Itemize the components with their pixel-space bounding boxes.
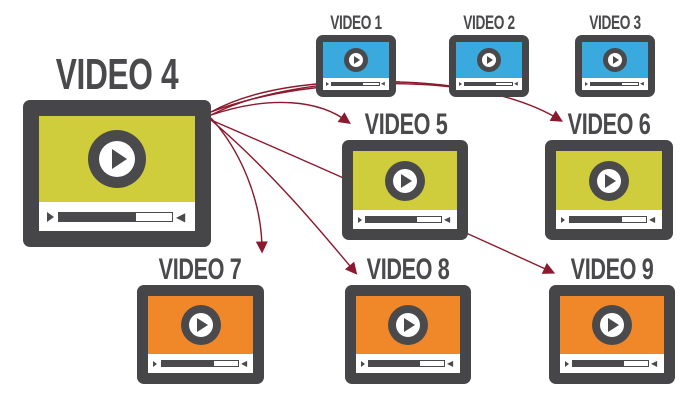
video-2-volume-icon[interactable]: ◀: [514, 80, 518, 87]
video-1-progress-fill: [332, 83, 363, 85]
video-1-control-play-icon[interactable]: [326, 82, 329, 86]
video-1-volume-icon[interactable]: ◀: [381, 80, 385, 87]
video-7-progress-fill: [162, 361, 214, 366]
video-9-control-play-icon[interactable]: [565, 360, 569, 367]
video-2-play-triangle-icon: [486, 56, 493, 64]
video-7-play-triangle-icon: [196, 318, 208, 332]
arrowhead-icon: [255, 241, 268, 254]
video-2-player[interactable]: ◀: [449, 35, 529, 97]
video-8-player[interactable]: ◀: [345, 285, 471, 384]
video-9-screen: ◀: [560, 296, 664, 373]
video-8-progress-bar[interactable]: [368, 360, 445, 367]
arrowhead-icon: [344, 261, 358, 275]
video-8-label: VIDEO 8: [366, 253, 450, 286]
video-6-player[interactable]: ◀: [545, 140, 673, 240]
video-1-screen: ◀: [323, 42, 389, 90]
video-9-play-triangle-icon: [608, 318, 620, 332]
video-5-play-button-icon[interactable]: [385, 160, 425, 201]
video-1-play-triangle-icon: [353, 56, 360, 64]
video-5-label: VIDEO 5: [364, 108, 448, 141]
arrow-3: [210, 117, 263, 251]
video-8-play-button-icon[interactable]: [388, 305, 428, 345]
arrowhead-icon: [541, 263, 556, 274]
video-4-screen: ◀: [39, 116, 195, 231]
video-9-progress-bar[interactable]: [572, 360, 649, 367]
video-5-play-triangle-icon: [401, 173, 413, 188]
video-5-progress-bar[interactable]: [365, 216, 442, 223]
video-8-screen: ◀: [356, 296, 460, 373]
video-4-progress-bar[interactable]: [58, 211, 173, 222]
video-7-screen: ◀: [148, 296, 253, 373]
video-7-player[interactable]: ◀: [137, 285, 264, 384]
video-6-progress-bar[interactable]: [569, 216, 647, 223]
video-4-progress-fill: [59, 212, 136, 221]
video-7-control-play-icon[interactable]: [153, 360, 157, 367]
video-3-control-play-icon[interactable]: [585, 82, 588, 86]
video-3-play-button-icon[interactable]: [603, 48, 627, 72]
video-1-play-button-icon[interactable]: [344, 48, 368, 72]
arrowhead-icon: [337, 112, 351, 124]
video-6-label: VIDEO 6: [567, 108, 651, 141]
arrow-4: [210, 119, 356, 273]
video-9-player[interactable]: ◀: [549, 285, 675, 384]
video-7-volume-icon[interactable]: ◀: [241, 358, 248, 368]
video-2-label: VIDEO 2: [463, 13, 515, 34]
video-4-play-button-icon[interactable]: [88, 130, 146, 188]
video-7-play-button-icon[interactable]: [180, 305, 221, 345]
arrow-1: [210, 101, 349, 123]
video-9-progress-fill: [573, 361, 624, 366]
video-2-screen: ◀: [456, 42, 522, 90]
video-6-control-play-icon[interactable]: [561, 216, 565, 223]
video-5-player[interactable]: ◀: [342, 140, 468, 240]
video-6-volume-icon[interactable]: ◀: [649, 214, 656, 224]
video-1-progress-bar[interactable]: [331, 82, 380, 86]
video-4-control-play-icon[interactable]: [47, 211, 54, 222]
video-2-progress-fill: [465, 83, 496, 85]
video-5-progress-fill: [366, 217, 417, 222]
video-8-progress-fill: [369, 361, 420, 366]
video-1-label: VIDEO 1: [330, 13, 382, 34]
video-2-progress-bar[interactable]: [464, 82, 513, 86]
video-4-volume-icon[interactable]: ◀: [176, 209, 186, 224]
video-3-volume-icon[interactable]: ◀: [640, 80, 644, 87]
video-5-control-play-icon[interactable]: [358, 216, 362, 223]
video-3-play-triangle-icon: [612, 56, 619, 64]
video-3-progress-fill: [591, 83, 622, 85]
video-3-progress-bar[interactable]: [590, 82, 639, 86]
video-9-volume-icon[interactable]: ◀: [651, 358, 658, 368]
video-2-control-play-icon[interactable]: [459, 82, 462, 86]
video-8-play-triangle-icon: [404, 318, 416, 332]
video-6-play-button-icon[interactable]: [589, 160, 629, 201]
video-7-progress-bar[interactable]: [161, 360, 239, 367]
video-3-label: VIDEO 3: [589, 13, 641, 34]
video-5-volume-icon[interactable]: ◀: [444, 214, 451, 224]
video-7-label: VIDEO 7: [158, 253, 242, 286]
video-4-label: VIDEO 4: [55, 50, 179, 99]
video-2-play-button-icon[interactable]: [477, 48, 501, 72]
video-6-progress-fill: [570, 217, 622, 222]
video-8-control-play-icon[interactable]: [361, 360, 365, 367]
video-6-play-triangle-icon: [605, 173, 617, 188]
video-8-volume-icon[interactable]: ◀: [447, 358, 454, 368]
video-9-label: VIDEO 9: [570, 253, 654, 286]
video-5-screen: ◀: [353, 151, 457, 229]
arrowhead-icon: [549, 110, 564, 122]
video-3-player[interactable]: ◀: [575, 35, 655, 97]
video-4-player[interactable]: ◀: [23, 100, 211, 247]
video-3-screen: ◀: [582, 42, 648, 90]
video-4-play-triangle-icon: [111, 149, 127, 169]
video-1-player[interactable]: ◀: [316, 35, 396, 97]
video-9-play-button-icon[interactable]: [592, 305, 632, 345]
video-6-screen: ◀: [556, 151, 662, 229]
